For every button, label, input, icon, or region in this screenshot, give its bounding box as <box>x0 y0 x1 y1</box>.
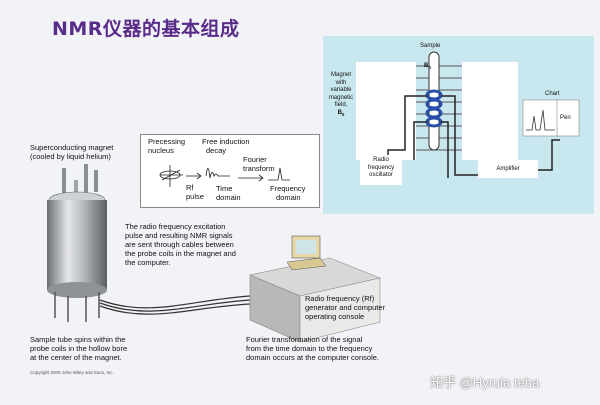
arrow-2-head <box>258 174 264 182</box>
amplifier-label: Amplifier <box>496 166 520 172</box>
sample-label: Sample <box>420 43 441 49</box>
rf-pulse-label: Rf pulse <box>186 183 204 201</box>
watermark: 知乎 @Hyrula teba <box>430 375 540 390</box>
amplifier-box <box>478 160 538 178</box>
rf-excitation-label: The radio frequency excitation pulse and… <box>125 222 236 267</box>
superconducting-magnet-label: Superconducting magnet (cooled by liquid… <box>30 143 114 161</box>
time-domain-label: Time domain <box>216 184 241 202</box>
signal-cables <box>99 295 251 315</box>
console-front <box>299 277 381 343</box>
magnet-pole-right <box>462 62 518 160</box>
precession-cone <box>159 170 181 180</box>
precessing-label: Precessing nucleus <box>148 137 186 155</box>
fid-decay-curve <box>205 168 230 179</box>
magnet-top-rods <box>62 164 98 196</box>
chart-label: Chart <box>545 91 560 97</box>
magnet-base <box>47 282 107 298</box>
keyboard <box>286 257 327 271</box>
monitor-screen <box>296 240 316 254</box>
magnet-label: Magnet with variable magnetic field, B0 <box>328 72 354 117</box>
arrow-1-head <box>196 172 202 180</box>
frequency-peak <box>268 167 290 181</box>
pen-label: Pen <box>560 115 571 121</box>
copyright-text: Copyright 2000 John Wiley and Sons, Inc. <box>30 370 114 375</box>
fourier-label: Fourier transform <box>243 155 275 173</box>
schematic-wires <box>387 95 560 178</box>
spectrum-trace <box>526 109 555 131</box>
frequency-domain-label: Frequency domain <box>270 184 306 202</box>
oscillator-box <box>360 155 402 185</box>
pen-box <box>556 99 580 137</box>
page-title: NMR仪器的基本组成 <box>52 18 240 40</box>
sample-tube-label: Sample tube spins within the probe coils… <box>30 335 128 362</box>
magnet-legs <box>54 292 100 322</box>
console-label: Radio frequency (Rf) generator and compu… <box>305 294 386 321</box>
b0-top-label: B0 <box>424 63 431 71</box>
oscillator-label: Radio frequency oscillator <box>367 157 395 178</box>
magnet-body <box>47 200 107 290</box>
magnet-pole-left <box>356 62 416 160</box>
fid-label: Free induction decay <box>202 137 250 155</box>
fourier-console-label: Fourier transformation of the signal fro… <box>246 335 379 362</box>
